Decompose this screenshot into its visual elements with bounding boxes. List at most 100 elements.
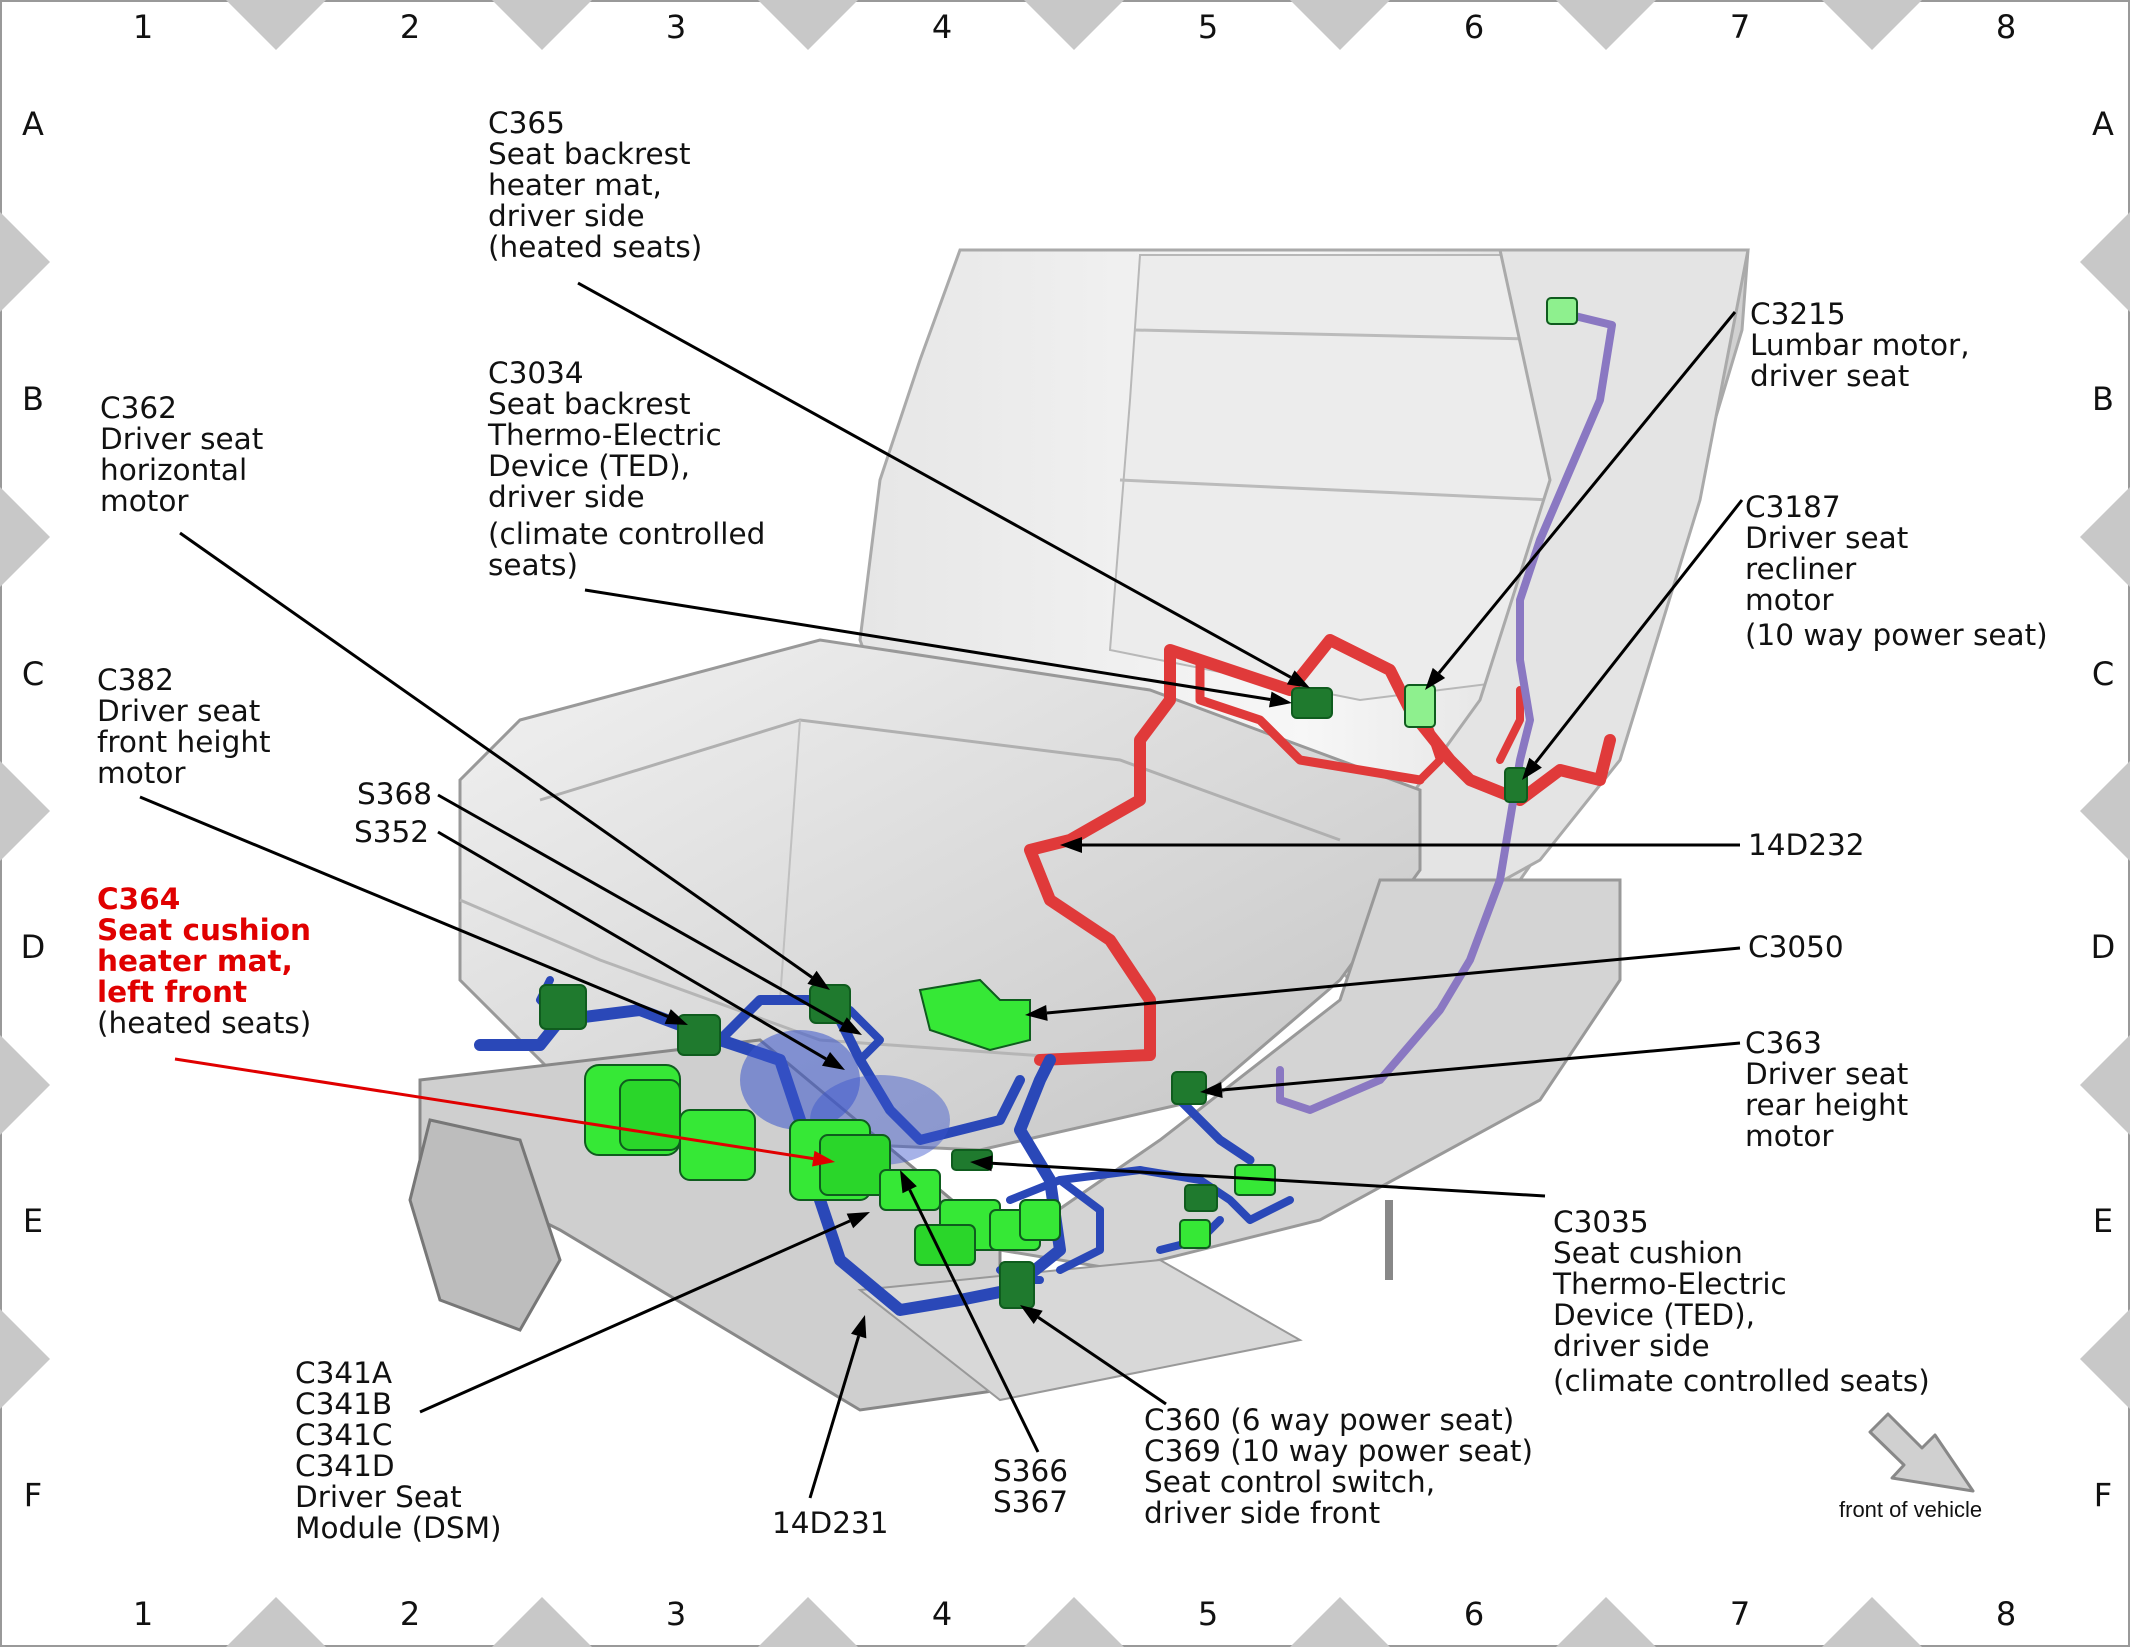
grid-row-E-right: E: [2092, 1202, 2114, 1240]
diamond-top-5: [1556, 0, 1656, 50]
diamond-bottom-1: [492, 1597, 592, 1647]
grid-column-5-top: 5: [1197, 8, 1219, 46]
connector-c363: [1171, 1071, 1207, 1105]
grid-row-D-left: D: [20, 928, 46, 966]
diamond-top-1: [492, 0, 592, 50]
diamond-bottom-4: [1290, 1597, 1390, 1647]
grid-column-4-bottom: 4: [931, 1595, 953, 1633]
diamond-right-2: [2080, 761, 2130, 861]
grid-column-3-top: 3: [665, 8, 687, 46]
front-of-vehicle-icon: [1868, 1412, 1975, 1493]
diamond-left-3: [0, 1035, 50, 1135]
connector-c365: [1291, 687, 1333, 719]
grid-column-1-bottom: 1: [132, 1595, 154, 1633]
connector-c360: [999, 1261, 1035, 1309]
diamond-right-0: [2080, 212, 2130, 312]
diamond-bottom-0: [226, 1597, 326, 1647]
grid-column-1-top: 1: [132, 8, 154, 46]
harness-purple: [1276, 306, 1616, 1114]
diamond-bottom-6: [1822, 1597, 1922, 1647]
grid-column-7-bottom: 7: [1729, 1595, 1751, 1633]
front-of-vehicle-label: front of vehicle: [1839, 1497, 1983, 1522]
harness-14D231: [474, 1004, 1066, 1316]
label-c360-c369: C360 (6 way power seat)C369 (10 way powe…: [1144, 1403, 1533, 1530]
grid-row-D-right: D: [2090, 928, 2116, 966]
leader-s352: [437, 830, 845, 1070]
grid-column-2-bottom: 2: [399, 1595, 421, 1633]
leader-c362: [179, 531, 830, 990]
grid-column-8-bottom: 8: [1995, 1595, 2017, 1633]
diamond-left-1: [0, 487, 50, 587]
connector-c3187: [1504, 767, 1528, 803]
leader-c3034: [584, 588, 1292, 708]
leader-c3215: [1425, 311, 1737, 690]
diamond-top-2: [758, 0, 858, 50]
diamond-top-0: [226, 0, 326, 50]
grid-row-C-right: C: [2091, 655, 2115, 693]
leader-c364: [174, 1057, 835, 1167]
leader-c3187: [1522, 499, 1744, 780]
leader-c3035: [970, 1155, 1546, 1198]
leader-lines: [139, 281, 1744, 1499]
diamond-bottom-2: [758, 1597, 858, 1647]
diamond-bottom-3: [1024, 1597, 1124, 1647]
connector-cluster-dsm: [584, 297, 1578, 1266]
leader-s368: [437, 793, 862, 1035]
grid-row-F-left: F: [23, 1476, 43, 1514]
connector-c382: [677, 1014, 721, 1056]
diamond-left-0: [0, 212, 50, 312]
label-s368: S368: [357, 777, 433, 811]
grid-row-C-left: C: [21, 655, 45, 693]
connector-c364: [539, 984, 587, 1030]
diamond-right-3: [2080, 1035, 2130, 1135]
grid-column-2-top: 2: [399, 8, 421, 46]
connectors: [539, 297, 1578, 1309]
leader-s366: [900, 1170, 1040, 1453]
diamond-bottom-5: [1556, 1597, 1656, 1647]
harnesses: [474, 306, 1616, 1316]
leader-14d232: [1060, 837, 1740, 853]
grid-column-7-top: 7: [1729, 8, 1751, 46]
grid-column-6-bottom: 6: [1463, 1595, 1485, 1633]
label-14d231: 14D231: [772, 1506, 889, 1540]
diamond-top-4: [1290, 0, 1390, 50]
diamond-left-4: [0, 1309, 50, 1409]
grid-column-4-top: 4: [931, 8, 953, 46]
leader-c360: [1020, 1305, 1167, 1406]
leader-14d231: [808, 1315, 867, 1499]
diamond-top-3: [1024, 0, 1124, 50]
grid-row-A-left: A: [22, 105, 44, 143]
diamond-left-2: [0, 761, 50, 861]
leader-c363: [1200, 1041, 1741, 1098]
grid-row-B-left: B: [22, 380, 44, 418]
label-s352: S352: [354, 815, 430, 849]
leader-c3050: [1025, 946, 1741, 1021]
leader-c382: [139, 795, 688, 1025]
grid-column-8-top: 8: [1995, 8, 2017, 46]
grid-column-6-top: 6: [1463, 8, 1485, 46]
label-c3050: C3050: [1748, 930, 1844, 964]
diamond-right-1: [2080, 487, 2130, 587]
grid-row-B-right: B: [2092, 380, 2114, 418]
label-14d232: 14D232: [1748, 828, 1865, 862]
leader-c341: [419, 1212, 870, 1414]
seat-bracket: [408, 1118, 562, 1332]
grid-row-F-right: F: [2093, 1476, 2113, 1514]
leader-c365: [577, 281, 1310, 688]
grid-row-E-left: E: [22, 1202, 44, 1240]
harness-14D232: [1024, 634, 1616, 1066]
diamond-top-6: [1822, 0, 1922, 50]
